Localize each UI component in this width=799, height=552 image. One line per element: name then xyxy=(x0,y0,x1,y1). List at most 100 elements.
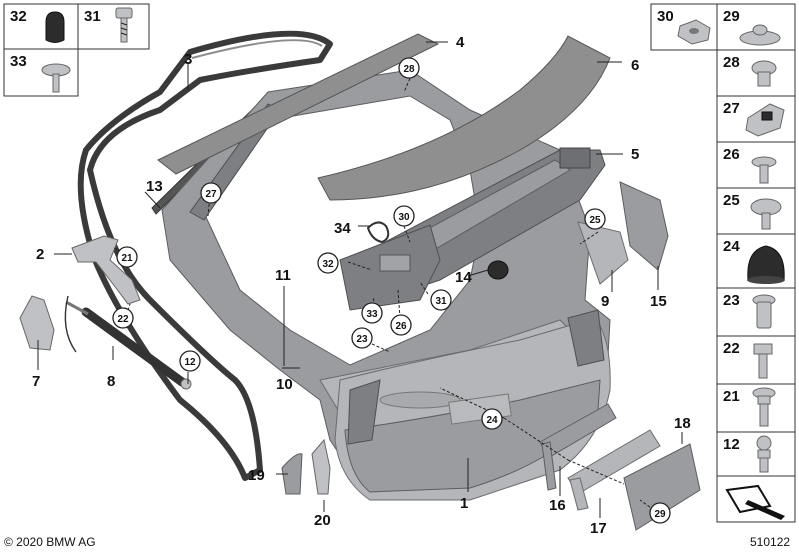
callout-text-33: 33 xyxy=(366,309,378,320)
lamp-cover-9[interactable] xyxy=(577,221,629,285)
label-4: 4 xyxy=(456,34,465,51)
label-6: 6 xyxy=(631,57,639,74)
bracket-clip-icon xyxy=(745,103,785,137)
copyright-text: © 2020 BMW AG xyxy=(4,535,96,549)
callout-text-31: 31 xyxy=(435,296,447,307)
hex-nut-icon xyxy=(677,19,711,45)
bolt-icon xyxy=(115,7,133,43)
callout-26: 26 xyxy=(390,314,412,336)
part-number-23: 23 xyxy=(723,292,740,309)
callout-12: 12 xyxy=(179,350,201,372)
bracket-assembly-32[interactable] xyxy=(339,221,441,311)
callout-32: 32 xyxy=(317,252,339,274)
callout-text-28: 28 xyxy=(403,64,415,75)
fastener-box-25[interactable]: 25 xyxy=(716,187,796,235)
fastener-box-33[interactable]: 33 xyxy=(3,48,79,97)
callout-28: 28 xyxy=(398,57,420,79)
trim-cap-20[interactable] xyxy=(311,438,331,495)
fastener-box-32[interactable]: 32 xyxy=(3,3,79,50)
fastener-box-arrow xyxy=(716,475,796,523)
clip-icon xyxy=(752,294,776,329)
callout-31: 31 xyxy=(430,289,452,311)
strut-bracket-7[interactable] xyxy=(19,295,55,351)
label-7: 7 xyxy=(32,373,40,390)
plate-bracket-18[interactable] xyxy=(623,443,701,531)
door-seal[interactable] xyxy=(77,30,333,481)
callout-text-26: 26 xyxy=(395,321,407,332)
diagram-number: 510122 xyxy=(750,535,790,549)
gas-strut-8[interactable] xyxy=(64,295,192,390)
callout-24: 24 xyxy=(481,408,503,430)
callout-text-12: 12 xyxy=(184,357,196,368)
callout-text-24: 24 xyxy=(486,415,498,426)
part-number-26: 26 xyxy=(723,146,740,163)
trim-cap-19[interactable] xyxy=(281,453,303,495)
fastener-box-22[interactable]: 22 xyxy=(716,335,796,385)
callout-text-27: 27 xyxy=(205,189,217,200)
label-10: 10 xyxy=(276,376,293,393)
part-labels: 3 4 6 5 13 2 7 8 11 10 14 9 15 34 1 16 1… xyxy=(32,34,691,537)
callout-25: 25 xyxy=(584,208,606,230)
callout-21: 21 xyxy=(116,246,138,268)
callout-text-29: 29 xyxy=(654,509,666,520)
label-3: 3 xyxy=(184,51,192,68)
label-11: 11 xyxy=(275,267,291,284)
fastener-box-31[interactable]: 31 xyxy=(77,3,150,50)
callout-text-23: 23 xyxy=(356,334,368,345)
leader-lines xyxy=(37,41,683,518)
label-9: 9 xyxy=(601,293,609,310)
label-18: 18 xyxy=(674,415,691,432)
fastener-box-26[interactable]: 26 xyxy=(716,141,796,189)
fastener-box-30[interactable]: 30 xyxy=(650,3,718,51)
callout-text-32: 32 xyxy=(322,259,334,270)
label-34: 34 xyxy=(334,220,351,237)
plate-bracket-16[interactable] xyxy=(539,403,617,491)
callout-27: 27 xyxy=(200,182,222,204)
fastener-box-28[interactable]: 28 xyxy=(716,49,796,97)
callout-23: 23 xyxy=(351,327,373,349)
ball-stud-icon xyxy=(756,435,772,473)
flange-screw-icon xyxy=(751,156,777,184)
part-number-30: 30 xyxy=(657,8,674,25)
label-17: 17 xyxy=(590,520,607,537)
label-8: 8 xyxy=(107,373,115,390)
torx-screw-icon xyxy=(41,63,71,93)
fastener-box-23[interactable]: 23 xyxy=(716,287,796,337)
callout-text-21: 21 xyxy=(121,253,133,264)
label-5: 5 xyxy=(631,146,639,163)
lamp-cover-15[interactable] xyxy=(619,181,669,271)
part-number-24: 24 xyxy=(723,238,740,255)
callout-33: 33 xyxy=(361,302,383,324)
window-glass[interactable] xyxy=(157,33,440,175)
fastener-box-21[interactable]: 21 xyxy=(716,383,796,433)
part-number-22: 22 xyxy=(723,340,740,357)
label-13: 13 xyxy=(146,178,163,195)
label-20: 20 xyxy=(314,512,331,529)
fastener-box-12[interactable]: 12 xyxy=(716,431,796,477)
hinge-2[interactable] xyxy=(71,235,141,305)
part-number-27: 27 xyxy=(723,100,740,117)
part-number-33: 33 xyxy=(10,53,27,70)
rubber-stop-icon xyxy=(747,245,785,284)
part-number-31: 31 xyxy=(84,8,101,25)
label-16: 16 xyxy=(549,497,566,514)
callout-text-22: 22 xyxy=(117,314,129,325)
fastener-box-27[interactable]: 27 xyxy=(716,95,796,143)
label-2: 2 xyxy=(36,246,44,263)
callout-text-25: 25 xyxy=(589,215,601,226)
callout-30: 30 xyxy=(393,205,415,227)
part-number-12: 12 xyxy=(723,436,740,453)
part-number-29: 29 xyxy=(723,8,740,25)
fastener-box-24[interactable]: 24 xyxy=(716,233,796,289)
rubber-buffer-14[interactable] xyxy=(487,260,509,280)
collar-bolt-icon xyxy=(752,387,776,427)
callout-29: 29 xyxy=(649,502,671,524)
fastener-box-29[interactable]: 29 xyxy=(716,3,796,51)
tailgate-outer-shell[interactable] xyxy=(334,309,611,501)
rubber-buffer-icon xyxy=(45,11,65,43)
pan-head-screw-icon xyxy=(750,198,782,230)
plate-bracket-17[interactable] xyxy=(567,429,661,511)
label-14: 14 xyxy=(455,269,472,286)
part-number-21: 21 xyxy=(723,388,740,405)
